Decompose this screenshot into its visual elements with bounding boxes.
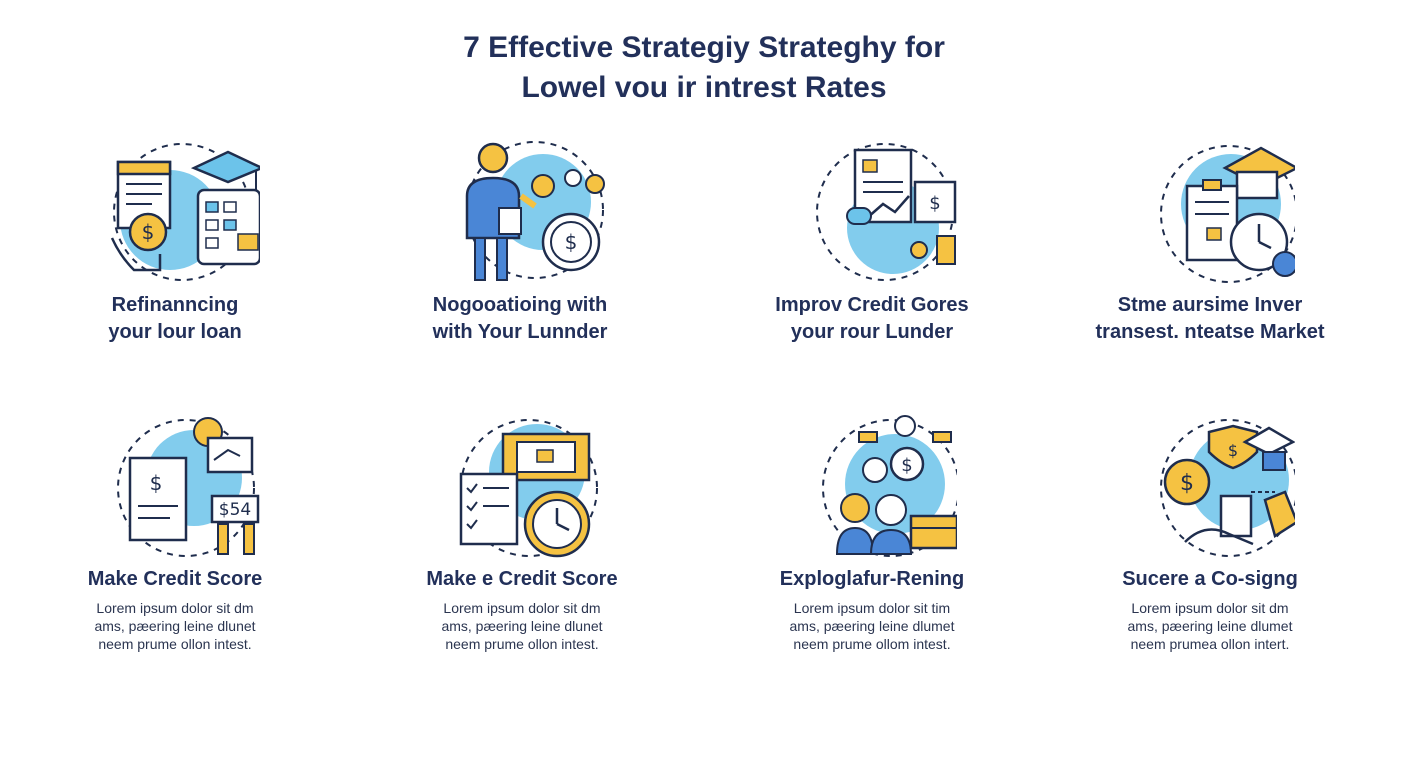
people-savings-icon: $ [822,415,957,557]
description-line-1: Lorem ipsum dolor sit dm [1131,600,1289,616]
description-line-3: neem prume ollon intest. [98,636,252,652]
strategy-description: Lorem ipsum dolor sit dm ams, pæering le… [372,599,672,653]
svg-text:$: $ [565,230,578,254]
strategy-card-market: Stme aursime Inver transest. nteatse Mar… [1060,138,1360,346]
description-line-3: neem prume ollom intest. [793,636,951,652]
strategy-title-line-1: Stme aursime Inver [1117,294,1303,316]
strategy-description: Lorem ipsum dolor sit dm ams, pæering le… [1060,599,1360,653]
strategy-title-line-2: your lour loan [108,321,242,343]
description-line-1: Lorem ipsum dolor sit dm [443,600,601,616]
svg-text:$: $ [929,193,940,214]
page-title: 7 Effective Strategiy Strateghy for Lowe… [0,28,1408,108]
description-line-2: ams, pæering leine dlunet [94,618,256,634]
strategy-title: Sucere a Co-signg [1122,568,1298,590]
strategy-card-cosign: $ $ Sucere a Co-signg Lorem ipsum dolor … [1060,412,1360,653]
svg-text:$: $ [142,220,155,244]
strategy-card-refinance: $ Refinanncing your lour loan [25,138,325,346]
strategy-description: Lorem ipsum dolor sit dm ams, pæering le… [25,599,325,653]
strategy-title-line-2: your rour Lunder [790,321,954,343]
strategy-title-line-2: transest. nteatse Market [1095,321,1325,343]
description-line-1: Lorem ipsum dolor sit dm [96,600,254,616]
svg-text:$: $ [150,471,163,495]
description-line-2: ams, pæering leine dlumet [1127,618,1293,634]
strategy-title-line-1: Nogooatioing with [432,294,608,316]
title-line-2: Lowel vou ir intrest Rates [521,71,887,104]
description-line-3: neem prumea ollon intert. [1130,636,1290,652]
strategy-card-checklist: Make e Credit Score Lorem ipsum dolor si… [372,412,672,653]
negotiate-icon: $ [465,141,605,281]
strategy-title: Exploglafur-Rening [779,568,965,590]
description-line-1: Lorem ipsum dolor sit tim [793,600,951,616]
svg-text:$: $ [1180,471,1194,496]
title-line-1: 7 Effective Strategiy Strateghy for [463,31,945,64]
strategy-title-line-1: Refinanncing [111,294,239,316]
credit-score-icon: $ $54 [117,417,260,557]
strategy-card-credit-score: $ $54 Make Credit Score Lorem ipsum dolo… [25,412,325,653]
description-line-2: ams, pæering leine dlumet [789,618,955,634]
svg-text:$: $ [901,455,912,476]
strategy-title-line-2: with Your Lunnder [432,321,608,343]
strategy-title: Make e Credit Score [426,568,618,590]
svg-text:$: $ [1228,441,1238,460]
strategy-title-line-1: Improv Credit Gores [775,294,969,316]
strategy-card-credit: $ Improv Credit Gores your rour Lunder [722,138,1022,346]
strategy-card-explore: $ Exploglafur-Rening Lorem ipsum dolor s… [722,412,1022,653]
description-line-3: neem prume ollon intest. [445,636,599,652]
strategy-card-negotiate: $ Nogooatioing with with Your Lunnder [370,138,670,346]
refinance-icon: $ [110,143,260,281]
description-line-2: ams, pæering leine dlunet [441,618,603,634]
strategy-title: Make Credit Score [87,568,263,590]
checklist-clock-icon [459,419,598,558]
strategy-description: Lorem ipsum dolor sit tim ams, pæering l… [722,599,1022,653]
svg-text:$54: $54 [219,500,251,520]
market-timing-icon [1160,145,1295,283]
credit-report-icon: $ [816,143,957,281]
cosign-handshake-icon: $ $ [1160,419,1295,557]
